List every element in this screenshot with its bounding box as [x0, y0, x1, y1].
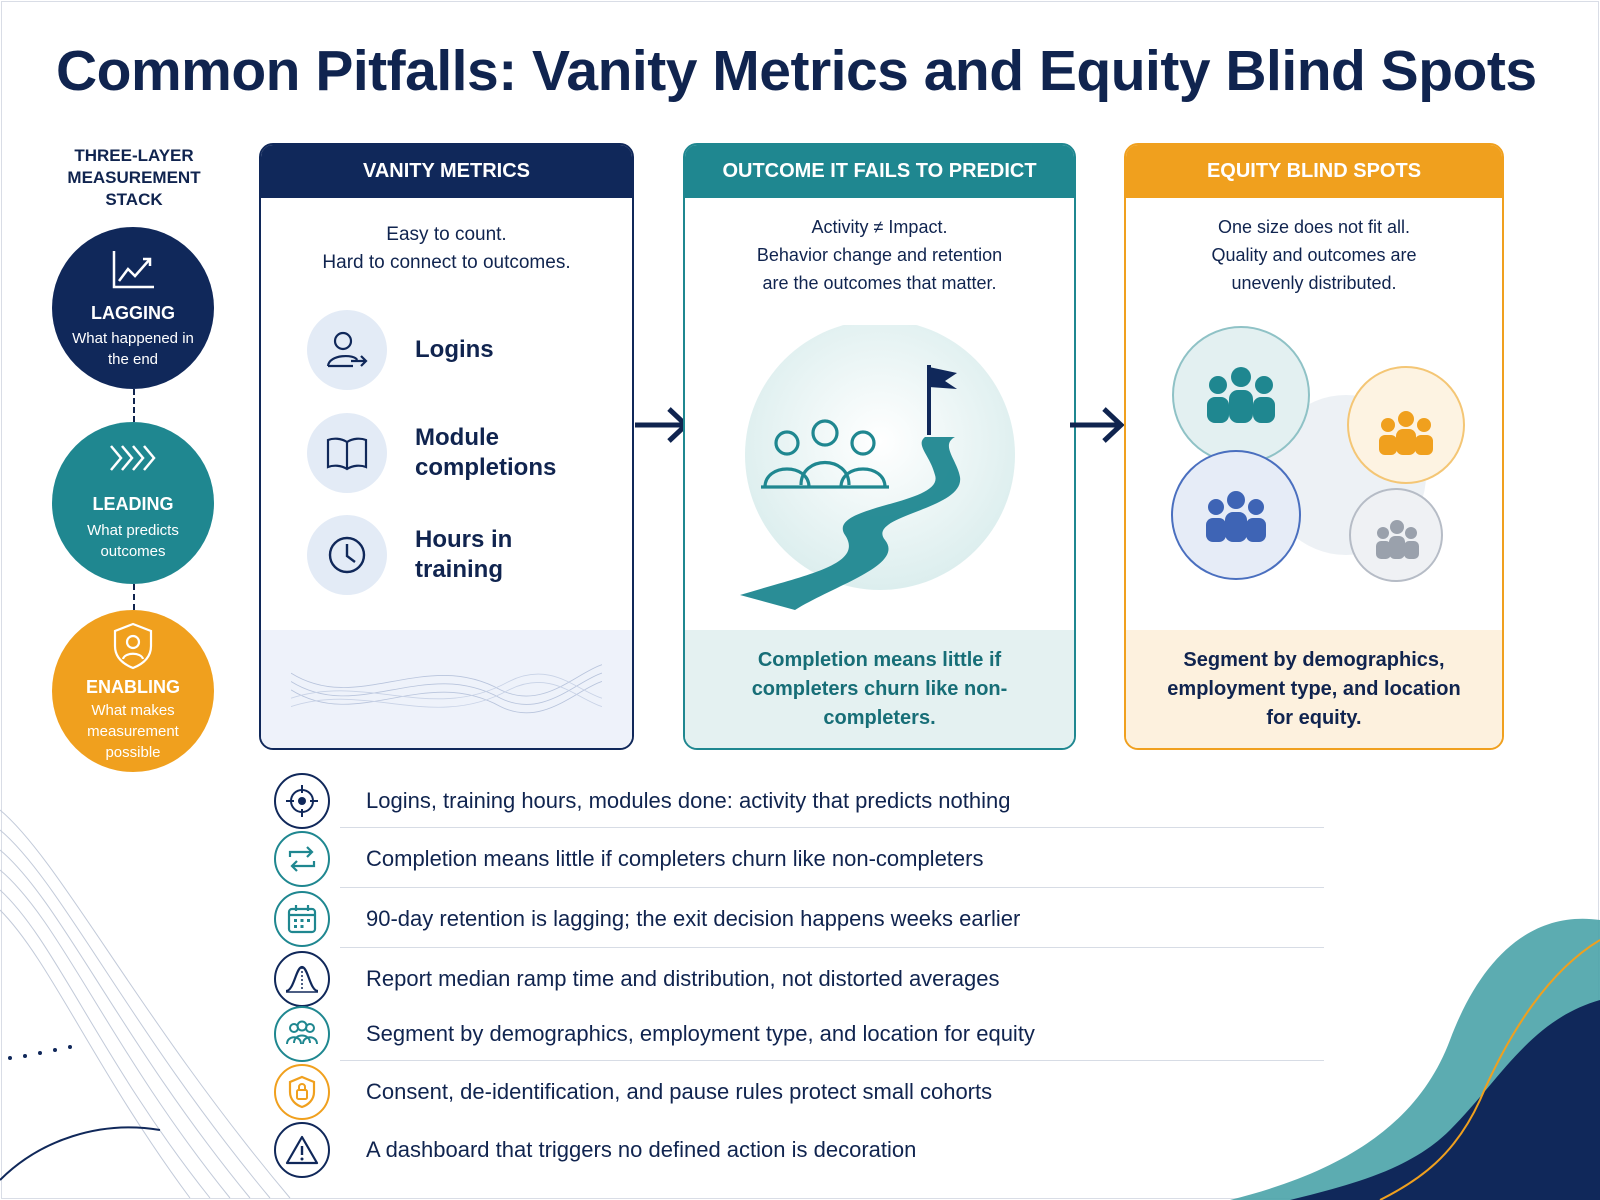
subtitle-line: One size does not fit all. — [1217, 217, 1411, 237]
people-group-icon — [274, 1006, 330, 1062]
list-item-text: Segment by demographics, employment type… — [366, 1021, 1035, 1046]
metric-label: Logins — [415, 336, 494, 363]
list-item-text: A dashboard that triggers no defined act… — [366, 1137, 917, 1162]
warning-icon — [274, 1122, 330, 1178]
cycle-arrows-icon — [274, 831, 330, 887]
login-user-icon — [307, 310, 387, 390]
list-item-text: Report median ramp time and distribution… — [366, 966, 1000, 991]
stack-title: THREE-LAYER MEASUREMENT STACK — [67, 146, 201, 209]
card-subtitle: Easy to count. Hard to connect to outcom… — [281, 221, 612, 277]
layer-name: LAGGING — [91, 303, 175, 323]
target-icon — [274, 773, 330, 829]
card-vanity-metrics: VANITY METRICS Easy to count. Hard to co… — [259, 143, 634, 750]
card-footer-wave — [261, 630, 632, 748]
list-item-text: Logins, training hours, modules done: ac… — [366, 788, 1011, 813]
metric-label: Module completions — [415, 424, 557, 481]
trend-chart-icon — [112, 251, 154, 289]
list-item: Segment by demographics, employment type… — [274, 1005, 1324, 1063]
list-divider — [340, 827, 1324, 828]
card-outcome: OUTCOME IT FAILS TO PREDICT Activity ≠ I… — [683, 143, 1076, 750]
open-book-icon — [307, 413, 387, 493]
list-divider — [340, 1060, 1324, 1061]
subtitle-line: Easy to count. — [386, 224, 507, 245]
list-item: 90-day retention is lagging; the exit de… — [274, 890, 1324, 948]
shield-person-icon — [113, 622, 153, 670]
chevrons-right-icon — [110, 445, 156, 471]
bottom-right-wave-decoration — [1230, 918, 1600, 1200]
metric-logins: Logins — [307, 310, 585, 390]
layer-name: ENABLING — [86, 677, 180, 697]
subtitle-line: are the outcomes that matter. — [762, 273, 997, 293]
clock-icon — [307, 515, 387, 595]
list-divider — [340, 947, 1324, 948]
stack-connector — [133, 584, 135, 610]
calendar-icon — [274, 891, 330, 947]
subtitle-line: Behavior change and retention — [756, 245, 1003, 265]
card-header: VANITY METRICS — [261, 145, 632, 198]
card-footer: Completion means little if completers ch… — [685, 630, 1074, 748]
list-divider — [340, 887, 1324, 888]
stack-connector — [133, 389, 135, 422]
layer-desc: What predicts outcomes — [87, 522, 179, 560]
card-subtitle: Activity ≠ Impact. Behavior change and r… — [705, 213, 1054, 297]
subtitle-line: Hard to connect to outcomes. — [322, 252, 571, 273]
list-item: Completion means little if completers ch… — [274, 830, 1324, 888]
list-item-text: 90-day retention is lagging; the exit de… — [366, 906, 1021, 931]
arrow-right-icon — [1070, 407, 1125, 443]
metric-hours-in-training: Hours in training — [307, 515, 585, 595]
list-item-text: Consent, de-identification, and pause ru… — [366, 1079, 993, 1104]
list-item: Report median ramp time and distribution… — [274, 950, 1324, 1008]
layer-desc: What makes measurement possible — [87, 702, 179, 761]
subtitle-line: Activity ≠ Impact. — [811, 217, 948, 237]
list-item: A dashboard that triggers no defined act… — [274, 1121, 1324, 1179]
layer-enabling: ENABLING What makes measurement possible — [52, 610, 214, 772]
list-item: Consent, de-identification, and pause ru… — [274, 1063, 1324, 1121]
wave-lines-decoration — [291, 664, 602, 714]
subtitle-line: Quality and outcomes are — [1211, 245, 1417, 265]
card-subtitle: One size does not fit all. Quality and o… — [1146, 213, 1482, 297]
layer-desc: What happened in the end — [72, 330, 194, 368]
card-header: OUTCOME IT FAILS TO PREDICT — [685, 145, 1074, 198]
winding-path-flag-illustration — [740, 325, 1015, 610]
layer-leading: LEADING What predicts outcomes — [52, 422, 214, 584]
card-footer: Segment by demographics, employment type… — [1126, 630, 1502, 748]
shield-lock-icon — [274, 1064, 330, 1120]
metric-module-completions: Module completions — [307, 413, 585, 493]
list-item-text: Completion means little if completers ch… — [366, 846, 984, 871]
card-equity-blind-spots: EQUITY BLIND SPOTS One size does not fit… — [1124, 143, 1504, 750]
layer-name: LEADING — [92, 494, 174, 514]
layer-lagging: LAGGING What happened in the end — [52, 227, 214, 389]
page-title: Common Pitfalls: Vanity Metrics and Equi… — [56, 39, 1537, 103]
list-item: Logins, training hours, modules done: ac… — [274, 772, 1324, 830]
metric-label: Hours in training — [415, 526, 513, 583]
population-groups-illustration — [1171, 326, 1465, 582]
subtitle-line: unevenly distributed. — [1231, 273, 1397, 293]
card-header: EQUITY BLIND SPOTS — [1126, 145, 1502, 198]
left-wave-decoration — [0, 809, 291, 1199]
